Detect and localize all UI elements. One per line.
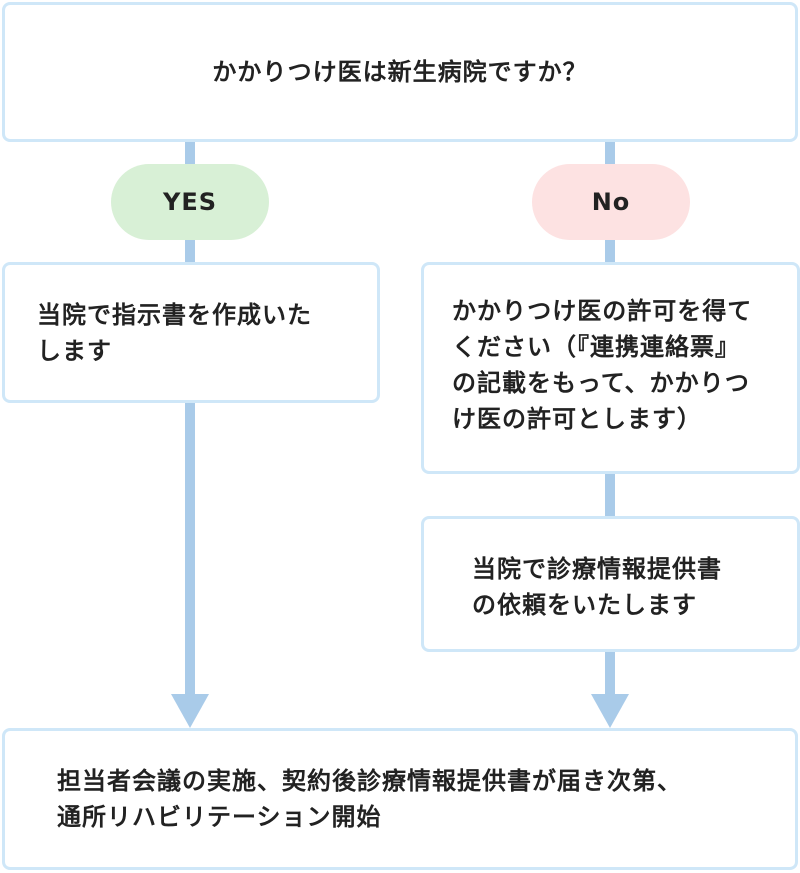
connector-no-top bbox=[605, 142, 615, 164]
question-text: かかりつけ医は新生病院ですか？ bbox=[212, 58, 588, 86]
no-result-line: け医の許可とします） bbox=[452, 405, 702, 433]
no-result-line: ください（『連携連絡票』 bbox=[452, 333, 740, 361]
yes-result-line: 当院で指示書を作成いた bbox=[37, 301, 312, 329]
final-step-box: 担当者会議の実施、契約後診療情報提供書が届き次第、 通所リハビリテーション開始 bbox=[2, 728, 798, 870]
connector-no-mid bbox=[605, 240, 615, 262]
yes-result-box: 当院で指示書を作成いた します bbox=[2, 262, 380, 403]
referral-request-box: 当院で診療情報提供書 の依頼をいたします bbox=[421, 516, 800, 652]
arrow-down-icon bbox=[591, 694, 629, 728]
no-label: No bbox=[591, 188, 631, 216]
connector-yes-top bbox=[185, 142, 195, 164]
connector-no-bottom bbox=[605, 652, 615, 695]
yes-pill: YES bbox=[111, 164, 269, 240]
connector-yes-bottom bbox=[185, 403, 195, 695]
no-result-line: かかりつけ医の許可を得て bbox=[452, 297, 753, 325]
question-box: かかりつけ医は新生病院ですか？ bbox=[2, 2, 798, 142]
referral-request-line: の依頼をいたします bbox=[472, 591, 697, 619]
referral-request-line: 当院で診療情報提供書 bbox=[472, 555, 722, 583]
yes-label: YES bbox=[162, 188, 218, 216]
final-step-line: 通所リハビリテーション開始 bbox=[57, 803, 382, 831]
connector-no-middle bbox=[605, 474, 615, 516]
final-step-line: 担当者会議の実施、契約後診療情報提供書が届き次第、 bbox=[57, 767, 682, 795]
no-pill: No bbox=[532, 164, 690, 240]
no-result-box: かかりつけ医の許可を得て ください（『連携連絡票』 の記載をもって、かかりつ け… bbox=[421, 262, 800, 474]
connector-yes-mid bbox=[185, 240, 195, 262]
no-result-line: の記載をもって、かかりつ bbox=[452, 369, 750, 397]
yes-result-line: します bbox=[37, 337, 112, 365]
arrow-down-icon bbox=[171, 694, 209, 728]
